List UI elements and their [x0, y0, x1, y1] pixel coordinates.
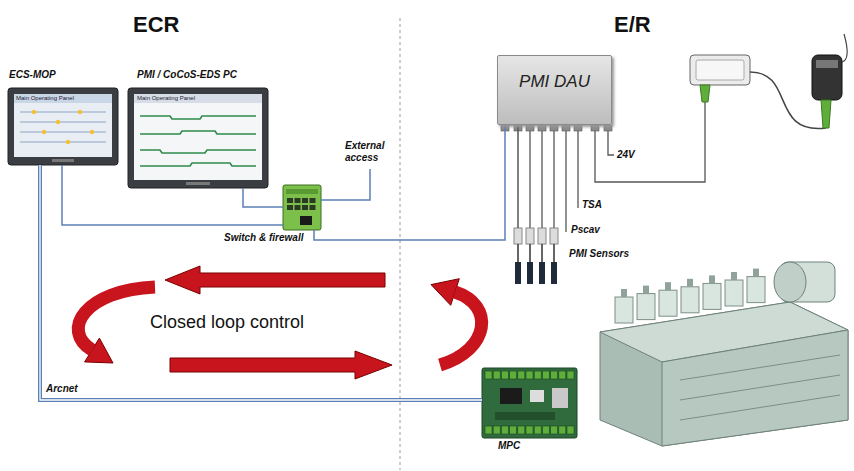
network-line	[321, 169, 370, 200]
screen-title: Main Operating Panel	[16, 95, 74, 101]
connector	[243, 188, 283, 207]
signal-label: TSA	[582, 199, 602, 210]
connector	[314, 125, 505, 240]
node-label: Switch & firewall	[223, 232, 304, 243]
connector-line	[243, 188, 283, 207]
engine-illustration	[600, 262, 848, 446]
connector-line	[517, 125, 519, 228]
sensor-icon	[514, 228, 558, 284]
loop-arrow	[85, 266, 460, 379]
dau-box: PMI DAU	[497, 55, 612, 125]
node-label: PMI / CoCoS-EDS PC	[136, 69, 238, 80]
connector-line	[62, 165, 283, 225]
connector	[40, 165, 482, 400]
connector-line	[40, 165, 482, 400]
mpc-node: MPC	[482, 368, 577, 438]
node-label: ECS-MOP	[8, 69, 57, 80]
monitor-icon	[128, 88, 268, 188]
monitor-icon	[8, 88, 118, 165]
node-label: PMI Sensors	[568, 248, 630, 259]
connector-line	[314, 125, 505, 240]
connector-row	[501, 125, 612, 131]
switch-icon	[283, 185, 321, 230]
signal-label: Pscav	[571, 224, 600, 235]
sensor-group: PMI Sensors	[512, 228, 560, 285]
section-heading: ECR	[133, 12, 179, 38]
divider-line	[400, 18, 401, 470]
loop-label: Closed loop control	[150, 312, 304, 333]
mpc-board	[482, 368, 577, 438]
node-label: PMI DAU	[519, 72, 590, 92]
monitor-node: PMI / CoCoS-EDS PC	[128, 88, 268, 188]
connector	[62, 165, 283, 225]
screen-title: Main Operating Panel	[137, 95, 195, 101]
node-label: MPC	[497, 440, 521, 451]
note-label: External access	[345, 140, 397, 164]
section-heading: E/R	[614, 12, 651, 38]
device-icon	[690, 34, 847, 129]
loop-arrow	[78, 287, 481, 365]
signal-label: 24V	[617, 149, 635, 160]
edge-label: Arcnet	[46, 383, 78, 394]
switch-node: Switch & firewall	[283, 185, 321, 230]
connector-line	[40, 165, 482, 400]
connector	[518, 125, 519, 228]
